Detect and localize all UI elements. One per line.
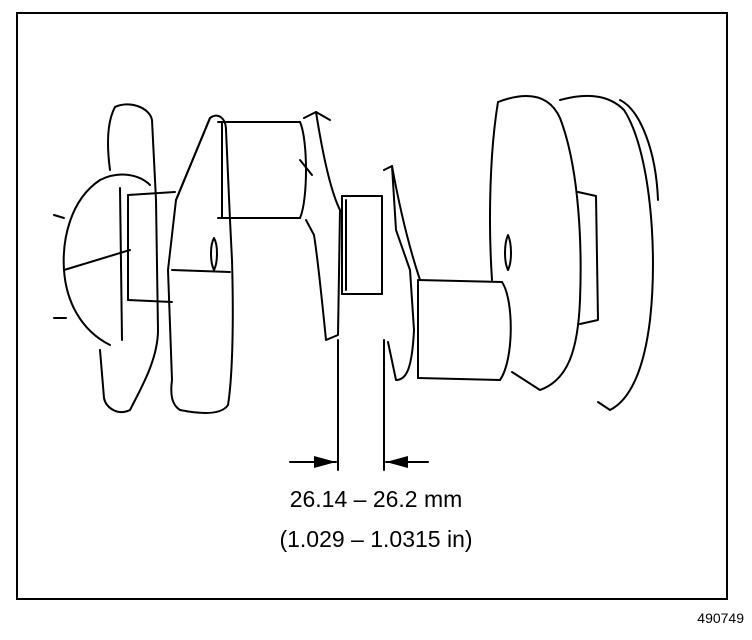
counterweight-2 [299, 111, 341, 341]
front-main-journal [127, 191, 176, 303]
arrow-right [386, 456, 408, 468]
thrust-journal [341, 195, 383, 295]
crankshaft-sprocket-left [53, 103, 159, 414]
rear-counterweight [489, 94, 582, 391]
rear-flange [559, 94, 659, 411]
dimension-metric: 26.14 – 26.2 mm [289, 486, 463, 512]
arrow-left [314, 456, 336, 468]
rod-journal-1 [217, 121, 307, 219]
rod-journal-2 [417, 279, 512, 381]
dimension-lines [289, 339, 429, 471]
figure-id: 490749 [697, 610, 744, 626]
dimension-arrows [314, 456, 408, 468]
counterweight-3 [383, 165, 421, 381]
diagram-frame [16, 12, 728, 600]
dimension-imperial: (1.029 – 1.0315 in) [279, 526, 473, 552]
counterweight-1 [167, 114, 234, 414]
